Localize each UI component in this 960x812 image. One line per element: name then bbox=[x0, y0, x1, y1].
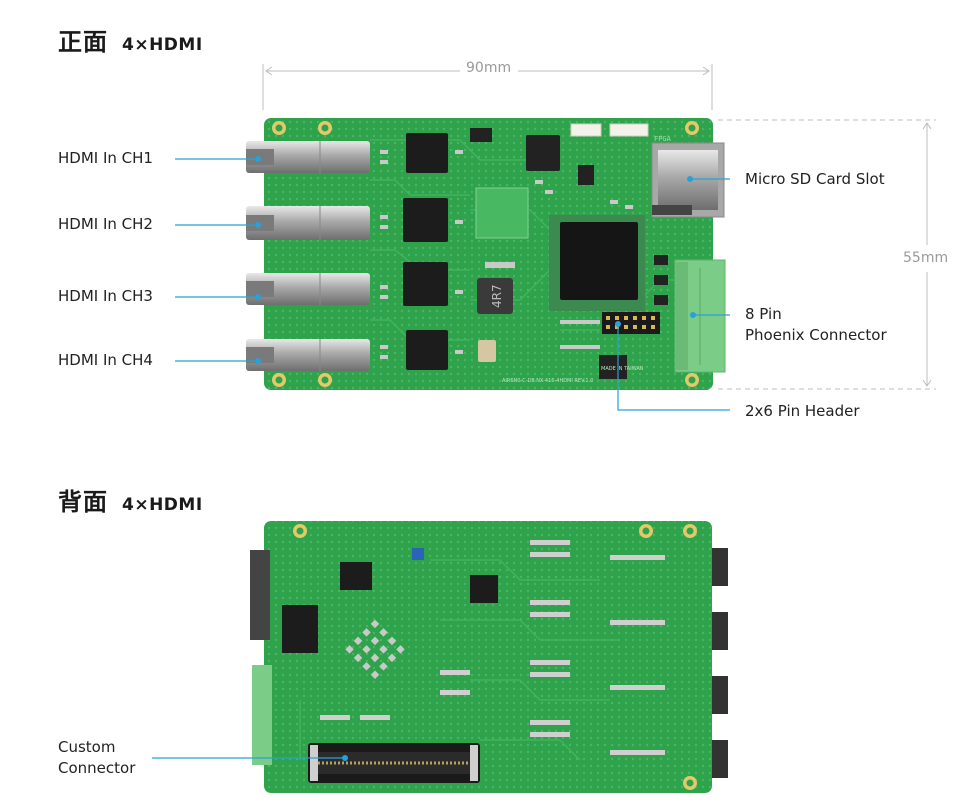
hdmi-connector-ch1 bbox=[246, 141, 370, 173]
phoenix-connector bbox=[674, 259, 726, 373]
back-subtitle: 4×HDMI bbox=[122, 495, 203, 515]
front-title-text: 正面 bbox=[58, 28, 108, 56]
hdmi-connector-ch2 bbox=[246, 206, 370, 240]
mounting-holes bbox=[272, 121, 699, 387]
back-callout bbox=[152, 755, 348, 761]
fpga-silkscreen: FPGA bbox=[654, 135, 672, 143]
label-hdmi-in-ch3: HDMI In CH3 bbox=[58, 287, 153, 305]
label-hdmi-in-ch2: HDMI In CH2 bbox=[58, 215, 153, 233]
label-micro-sd-slot: Micro SD Card Slot bbox=[745, 170, 885, 188]
fpga-chip bbox=[560, 222, 638, 300]
hdmi-receiver-chips bbox=[403, 133, 448, 370]
label-phoenix-line1: 8 Pin bbox=[745, 305, 782, 323]
custom-connector bbox=[308, 743, 480, 783]
label-hdmi-in-ch1: HDMI In CH1 bbox=[58, 149, 153, 167]
width-dimension: 90mm bbox=[463, 60, 515, 76]
front-subtitle: 4×HDMI bbox=[122, 35, 203, 55]
dimension-lines bbox=[262, 64, 936, 390]
back-title-text: 背面 bbox=[58, 488, 108, 516]
hdmi-connector-ch3 bbox=[246, 273, 370, 305]
label-hdmi-in-ch4: HDMI In CH4 bbox=[58, 351, 153, 369]
inductor bbox=[477, 278, 513, 314]
front-pcb: FPGA 4R7 MADE IN TAIWAN AIR6N0-C-D8 NX-4… bbox=[246, 118, 726, 390]
front-callouts bbox=[175, 156, 730, 411]
label-custom-line1: Custom bbox=[58, 738, 116, 756]
label-custom-line2: Connector bbox=[58, 759, 136, 777]
pin-header-2x6 bbox=[602, 312, 660, 334]
model-silkscreen: AIR6N0-C-D8 NX-416-4HDMI REV.1.0 bbox=[502, 378, 593, 384]
front-title: 正面 4×HDMI bbox=[58, 22, 203, 57]
label-pin-header: 2x6 Pin Header bbox=[745, 402, 860, 420]
back-pcb bbox=[250, 521, 728, 793]
made-in-silkscreen: MADE IN TAIWAN bbox=[601, 366, 644, 372]
back-title: 背面 4×HDMI bbox=[58, 482, 203, 517]
label-phoenix-line2: Phoenix Connector bbox=[745, 326, 887, 344]
hdmi-connector-ch4 bbox=[246, 339, 370, 371]
height-dimension: 55mm bbox=[900, 250, 952, 266]
inductor-marking: 4R7 bbox=[490, 284, 504, 308]
